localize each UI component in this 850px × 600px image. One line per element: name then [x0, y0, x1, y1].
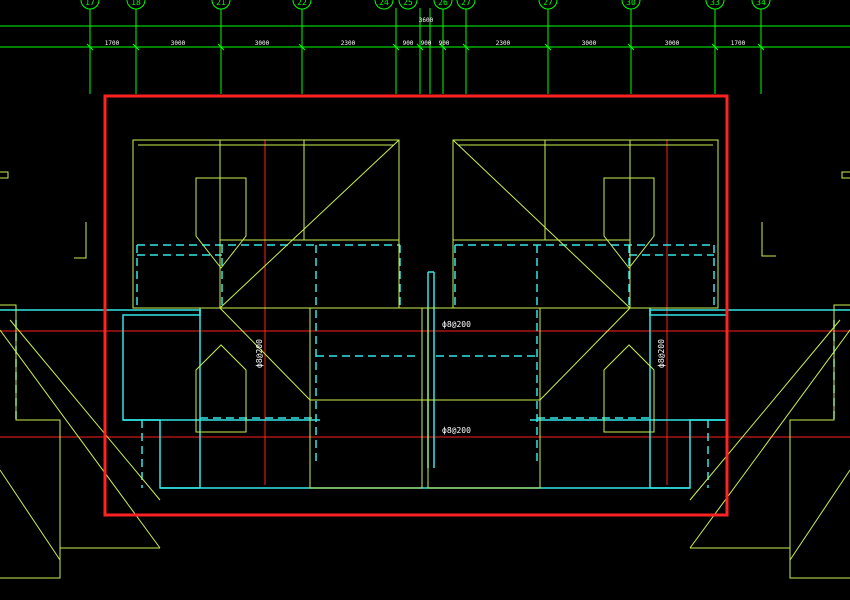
dimension-label: 3000 — [665, 40, 680, 47]
axis-tag-labels: 17 18 21 22 24 25 26 27 27 30 33 34 — [85, 0, 766, 7]
left-stair-diagonal — [219, 139, 400, 309]
rebar-lines — [0, 140, 850, 485]
axis-bubble-21[interactable] — [211, 0, 231, 10]
axis-bubble-24[interactable] — [374, 0, 394, 10]
axis-tag: 24 — [379, 0, 389, 7]
center-stair-right — [427, 307, 541, 489]
dimension-label: 2300 — [496, 40, 511, 47]
wall-outlines — [0, 139, 850, 579]
dimension-label: 1700 — [105, 40, 120, 47]
rebar-annotations: ф8@200 ф8@200 ф8@200 ф8@200 — [255, 320, 666, 435]
axis-tag: 33 — [710, 0, 720, 7]
right-room-block — [452, 139, 719, 309]
center-strip — [427, 271, 435, 468]
right-l-marker — [761, 222, 776, 257]
dimension-label: 1700 — [731, 40, 746, 47]
axis-bubble-25[interactable] — [398, 0, 418, 10]
dimension-label: 900 — [421, 40, 432, 47]
left-upper-pentagon — [195, 177, 247, 269]
axis-tag: 22 — [297, 0, 307, 7]
axis-bubbles — [80, 0, 771, 10]
dimension-label: 3000 — [582, 40, 597, 47]
axis-tag: 27 — [543, 0, 553, 7]
axis-tag: 17 — [85, 0, 95, 7]
center-stair-left — [309, 307, 423, 489]
dimension-label: 3000 — [255, 40, 270, 47]
axis-tag: 27 — [461, 0, 471, 7]
axis-bubble-27a[interactable] — [456, 0, 476, 10]
axis-bubble-22[interactable] — [292, 0, 312, 10]
rebar-note-right-vertical[interactable]: ф8@200 — [657, 339, 666, 368]
left-room-block — [132, 139, 400, 309]
right-footing-outline — [649, 309, 850, 489]
left-footing-outline — [0, 309, 201, 489]
top-dimension-label: 3600 — [419, 17, 434, 24]
dimension-labels: 3600 1700 3000 3000 2300 900 900 900 230… — [105, 17, 746, 47]
axis-tag: 18 — [131, 0, 141, 7]
hidden-lines — [15, 244, 835, 488]
axis-bubble-17[interactable] — [80, 0, 100, 10]
axis-tag: 34 — [756, 0, 766, 7]
dimension-ticks — [86, 43, 765, 51]
rebar-note-left-vertical[interactable]: ф8@200 — [255, 339, 264, 368]
dimension-label: 3000 — [171, 40, 186, 47]
axis-tag: 25 — [403, 0, 413, 7]
dimension-label: 900 — [403, 40, 414, 47]
dimension-label: 900 — [439, 40, 450, 47]
axis-tag: 30 — [626, 0, 636, 7]
right-upper-pentagon — [603, 177, 655, 269]
axis-bubble-33[interactable] — [705, 0, 725, 10]
rebar-note-center-upper[interactable]: ф8@200 — [442, 320, 471, 329]
left-lower-pentagon — [195, 344, 247, 433]
rebar-note-center-lower[interactable]: ф8@200 — [442, 426, 471, 435]
axis-bubble-18[interactable] — [126, 0, 146, 10]
axis-bubble-27[interactable] — [538, 0, 558, 10]
right-stair-diagonal — [452, 139, 631, 309]
selection-frame[interactable] — [103, 94, 729, 517]
axis-tag: 21 — [216, 0, 226, 7]
axis-bubble-34[interactable] — [751, 0, 771, 10]
foundation-outline — [0, 271, 850, 489]
axis-grid — [0, 8, 850, 94]
dimension-label: 2300 — [341, 40, 356, 47]
axis-bubble-30[interactable] — [621, 0, 641, 10]
axis-tag: 26 — [438, 0, 448, 7]
right-lower-pentagon — [603, 344, 655, 433]
left-l-marker — [74, 222, 87, 259]
axis-bubble-26[interactable] — [433, 0, 453, 10]
